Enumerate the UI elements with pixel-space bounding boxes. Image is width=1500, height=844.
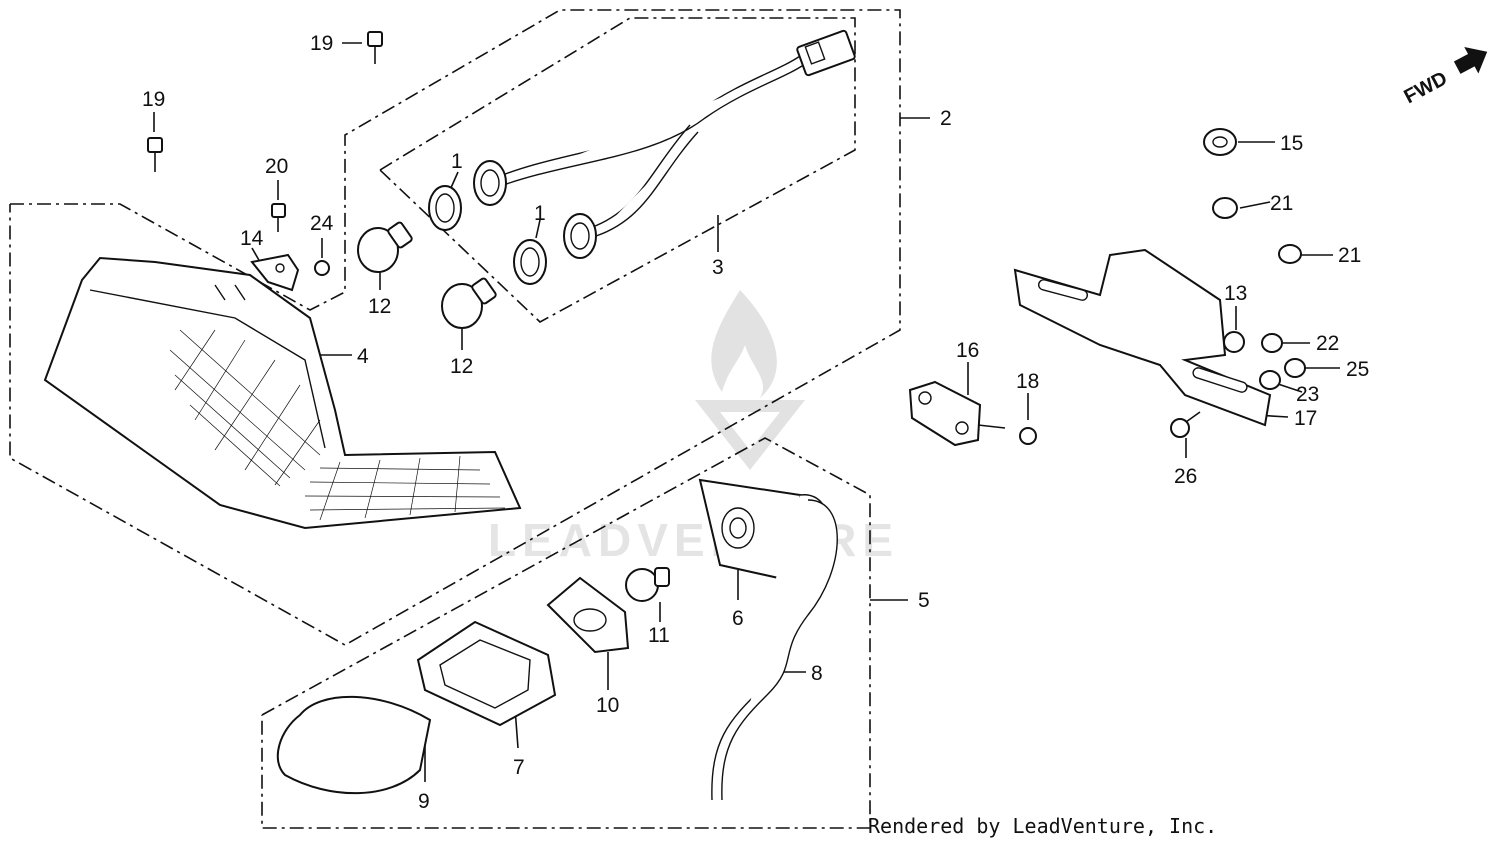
part-cap-21b <box>1278 244 1302 264</box>
part-bulb-12b <box>441 277 497 329</box>
part-clip-14 <box>250 253 300 292</box>
fwd-label: FWD <box>1400 67 1451 108</box>
part-bolt-19a <box>367 31 383 64</box>
part-bulb-12a <box>357 221 413 273</box>
part-taillight-lens <box>43 256 522 530</box>
lens-hatching <box>169 329 506 521</box>
part-lens-9 <box>276 695 432 795</box>
callout-3: 3 <box>712 256 724 279</box>
callout-8: 8 <box>811 662 823 685</box>
part-nut-24 <box>314 260 330 276</box>
callout-10: 10 <box>596 694 619 717</box>
part-socket-1b <box>513 239 547 285</box>
callout-7: 7 <box>513 756 525 779</box>
part-license-bracket-17 <box>1013 248 1272 427</box>
callout-14: 14 <box>240 227 264 250</box>
callout-17: 17 <box>1294 407 1317 430</box>
part-bulb-11 <box>625 567 670 602</box>
part-bolt-19b <box>147 137 163 172</box>
part-socket-3a <box>473 160 507 206</box>
callout-11: 11 <box>648 624 670 647</box>
part-wire-8 <box>711 494 838 801</box>
render-credit: Rendered by LeadVenture, Inc. <box>868 814 1218 838</box>
callout-labels: 1 1 2 3 4 5 6 7 8 9 10 11 12 12 13 14 15… <box>142 32 1369 813</box>
callout-5: 5 <box>918 589 930 612</box>
callout-22: 22 <box>1316 332 1339 355</box>
part-collar-23 <box>1259 370 1281 390</box>
callout-1a: 1 <box>451 150 463 173</box>
fwd-arrow-icon <box>1453 46 1488 74</box>
callout-24: 24 <box>310 212 334 235</box>
callout-19b: 19 <box>142 88 165 111</box>
watermark-logo: LEADVENTURE <box>488 290 893 566</box>
part-nut-13 <box>1223 331 1245 353</box>
callout-6: 6 <box>732 607 744 630</box>
callout-20: 20 <box>265 155 288 178</box>
part-grommet-15 <box>1203 128 1237 156</box>
callout-19a: 19 <box>310 32 333 55</box>
callout-25: 25 <box>1346 358 1369 381</box>
callout-9: 9 <box>418 790 430 813</box>
callout-21b: 21 <box>1338 244 1361 267</box>
part-gasket-10 <box>546 576 630 654</box>
callout-26: 26 <box>1174 465 1197 488</box>
part-collar-22 <box>1261 333 1283 353</box>
forward-direction-indicator: FWD <box>1400 46 1488 108</box>
callout-12a: 12 <box>368 295 391 318</box>
callout-2: 2 <box>940 107 952 130</box>
part-lens-holder-7 <box>416 620 557 727</box>
part-socket-1a <box>428 185 462 231</box>
part-socket-3b <box>563 213 597 259</box>
assembly-boundary-harness <box>379 17 856 323</box>
part-bolt-20 <box>271 203 286 232</box>
callout-1b: 1 <box>534 202 546 225</box>
part-bolt-26 <box>1170 411 1201 438</box>
callout-23: 23 <box>1296 383 1319 406</box>
part-wire-harness <box>489 29 856 237</box>
callout-18: 18 <box>1016 370 1039 393</box>
callout-21a: 21 <box>1270 192 1293 215</box>
callout-13: 13 <box>1224 282 1247 305</box>
part-nut-18 <box>1019 427 1037 445</box>
callout-12b: 12 <box>450 355 473 378</box>
callout-16: 16 <box>956 339 979 362</box>
part-plate-16 <box>908 380 1006 447</box>
callout-4: 4 <box>357 345 369 368</box>
callout-15: 15 <box>1280 132 1303 155</box>
part-washer-25 <box>1284 358 1306 378</box>
part-cap-21a <box>1212 197 1238 219</box>
assembly-boundary-license-light <box>261 437 871 829</box>
